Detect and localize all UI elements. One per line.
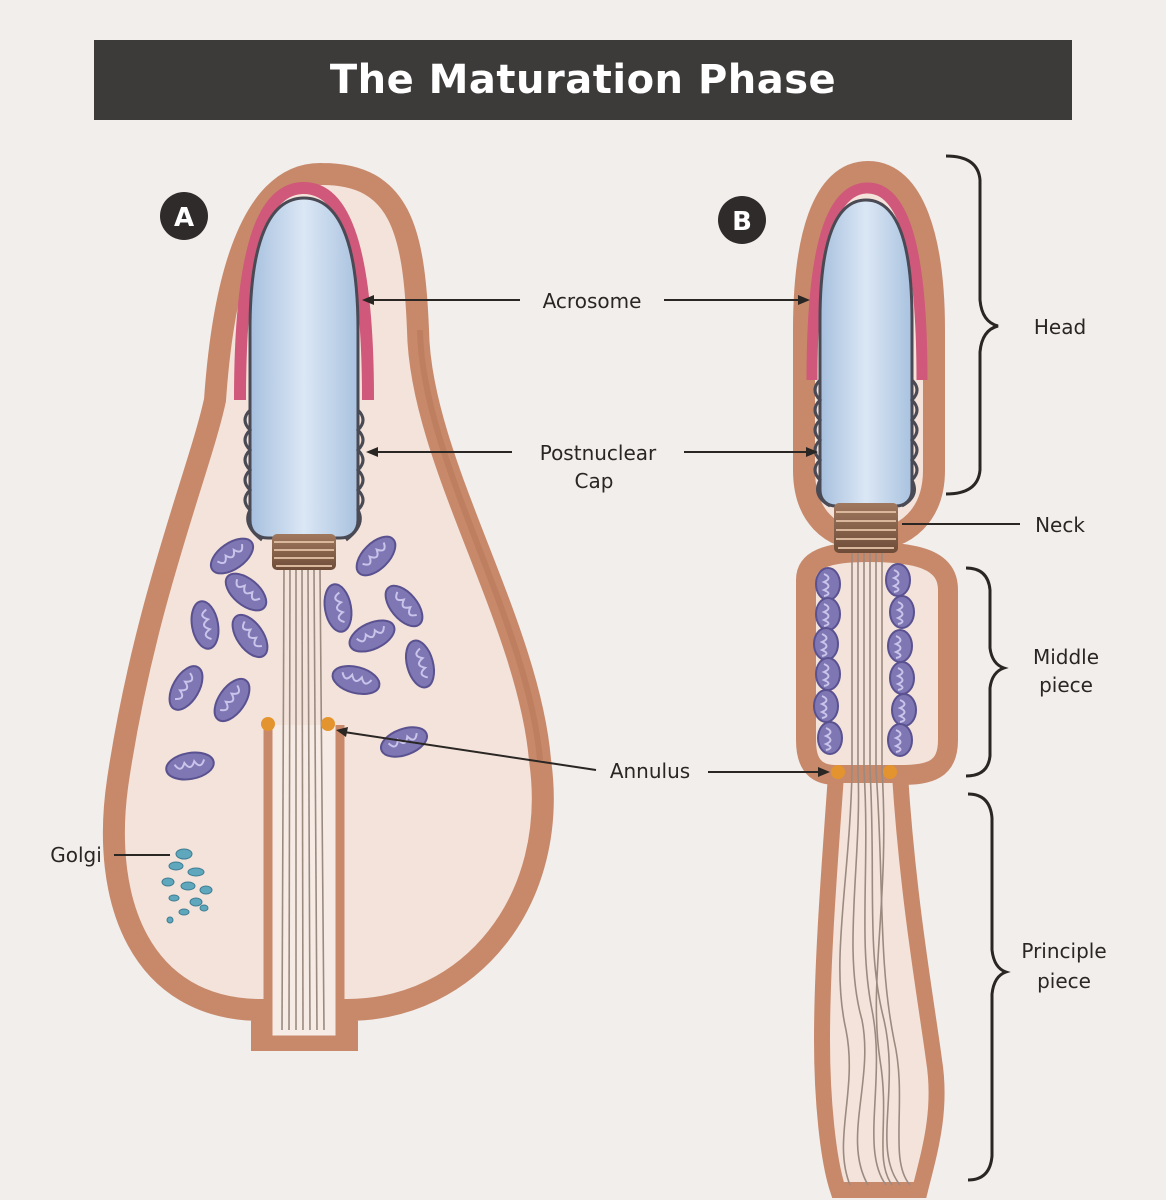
label-acrosome: Acrosome xyxy=(543,289,642,313)
spermatid-a: A xyxy=(102,162,554,1051)
postnuclear-cap-a xyxy=(243,408,263,542)
postnuclear-cap-b xyxy=(813,378,831,508)
axoneme-b xyxy=(839,553,911,1186)
spermatozoon-b: B xyxy=(718,160,958,1198)
leader-lines xyxy=(114,295,1020,856)
label-postnuclear-line2: Cap xyxy=(575,469,614,493)
panel-a-badge xyxy=(160,192,208,240)
label-middle-line2: piece xyxy=(1039,673,1093,697)
bracket-head xyxy=(945,154,999,496)
label-head: Head xyxy=(1034,315,1086,339)
annulus-a-left xyxy=(261,717,275,731)
label-annulus: Annulus xyxy=(610,759,690,783)
panel-b-badge xyxy=(718,196,766,244)
panel-a-letter: A xyxy=(174,203,194,233)
bracket-middle xyxy=(965,566,1009,778)
label-golgi: Golgi xyxy=(50,843,102,867)
label-postnuclear-line1: Postnuclear xyxy=(540,441,657,465)
nucleus-a xyxy=(248,196,360,540)
labels: Acrosome Postnuclear Cap Annulus Golgi H… xyxy=(50,289,1106,993)
annulus-b-left xyxy=(831,765,845,779)
label-neck: Neck xyxy=(1035,513,1085,537)
region-brackets xyxy=(945,154,1011,1182)
principle-piece-b xyxy=(813,767,945,1198)
panel-b-letter: B xyxy=(732,207,752,237)
acrosome-a xyxy=(234,182,374,401)
neck-b xyxy=(834,503,898,553)
label-principle-line2: piece xyxy=(1037,969,1091,993)
golgi xyxy=(161,848,213,924)
neck-a xyxy=(272,534,336,570)
annulus-b-right xyxy=(883,765,897,779)
flagellum-channel-a xyxy=(263,725,345,1045)
annulus-a-right xyxy=(321,717,335,731)
diagram-title: The Maturation Phase xyxy=(94,40,1072,120)
axoneme-a xyxy=(281,569,325,1031)
label-principle-line1: Principle xyxy=(1021,939,1106,963)
label-middle-line1: Middle xyxy=(1033,645,1099,669)
bracket-principle xyxy=(967,792,1011,1182)
nucleus-b xyxy=(818,198,914,508)
acrosome-b xyxy=(806,182,928,381)
